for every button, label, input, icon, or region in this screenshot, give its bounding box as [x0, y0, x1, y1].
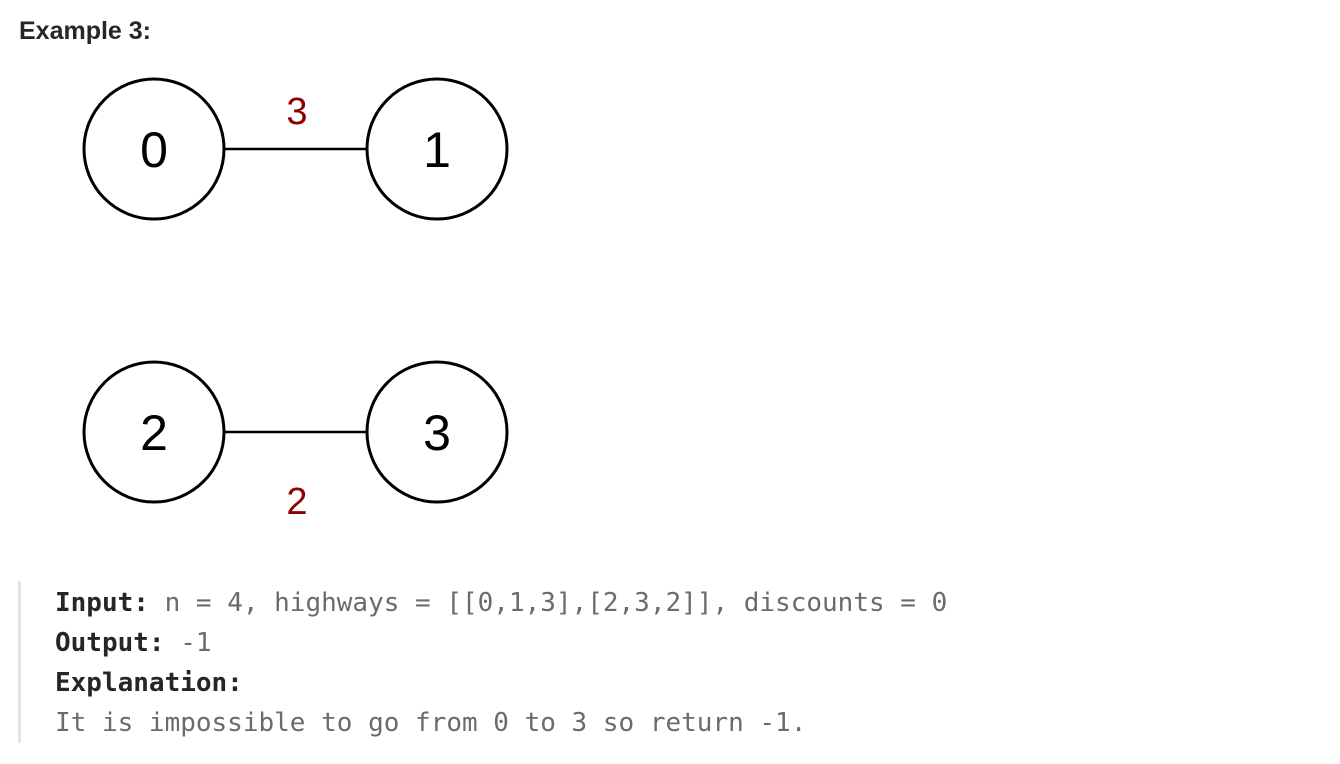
explanation-label: Explanation:	[55, 668, 243, 698]
graph-diagram: 3 2 0 1 2 3	[82, 77, 509, 523]
example-heading: Example 3:	[19, 17, 152, 45]
output-label: Output:	[55, 628, 165, 658]
node-1-circle	[365, 77, 509, 221]
node-3: 3	[365, 360, 509, 504]
input-value: n = 4, highways = [[0,1,3],[2,3,2]], dis…	[148, 588, 948, 618]
node-0-label: 0	[140, 122, 168, 178]
node-3-label: 3	[423, 405, 451, 461]
output-value: -1	[164, 628, 212, 658]
output-line: Output: -1	[55, 623, 1218, 663]
node-2-circle	[82, 360, 226, 504]
node-2: 2	[82, 360, 226, 504]
node-1: 1	[365, 77, 509, 221]
node-1-label: 1	[423, 122, 451, 178]
node-2-label: 2	[140, 405, 168, 461]
edge-weight-0-1: 3	[286, 91, 307, 133]
explanation-text: It is impossible to go from 0 to 3 so re…	[55, 708, 807, 738]
input-label: Input:	[55, 588, 149, 618]
input-line: Input: n = 4, highways = [[0,1,3],[2,3,2…	[55, 583, 1218, 623]
explanation-text-line: It is impossible to go from 0 to 3 so re…	[55, 703, 1218, 743]
node-3-circle	[365, 360, 509, 504]
node-0: 0	[82, 77, 226, 221]
explanation-line: Explanation:	[55, 663, 1218, 703]
edge-weight-2-3: 2	[286, 481, 307, 523]
node-0-circle	[82, 77, 226, 221]
example-code-block: Input: n = 4, highways = [[0,1,3],[2,3,2…	[18, 581, 1218, 743]
